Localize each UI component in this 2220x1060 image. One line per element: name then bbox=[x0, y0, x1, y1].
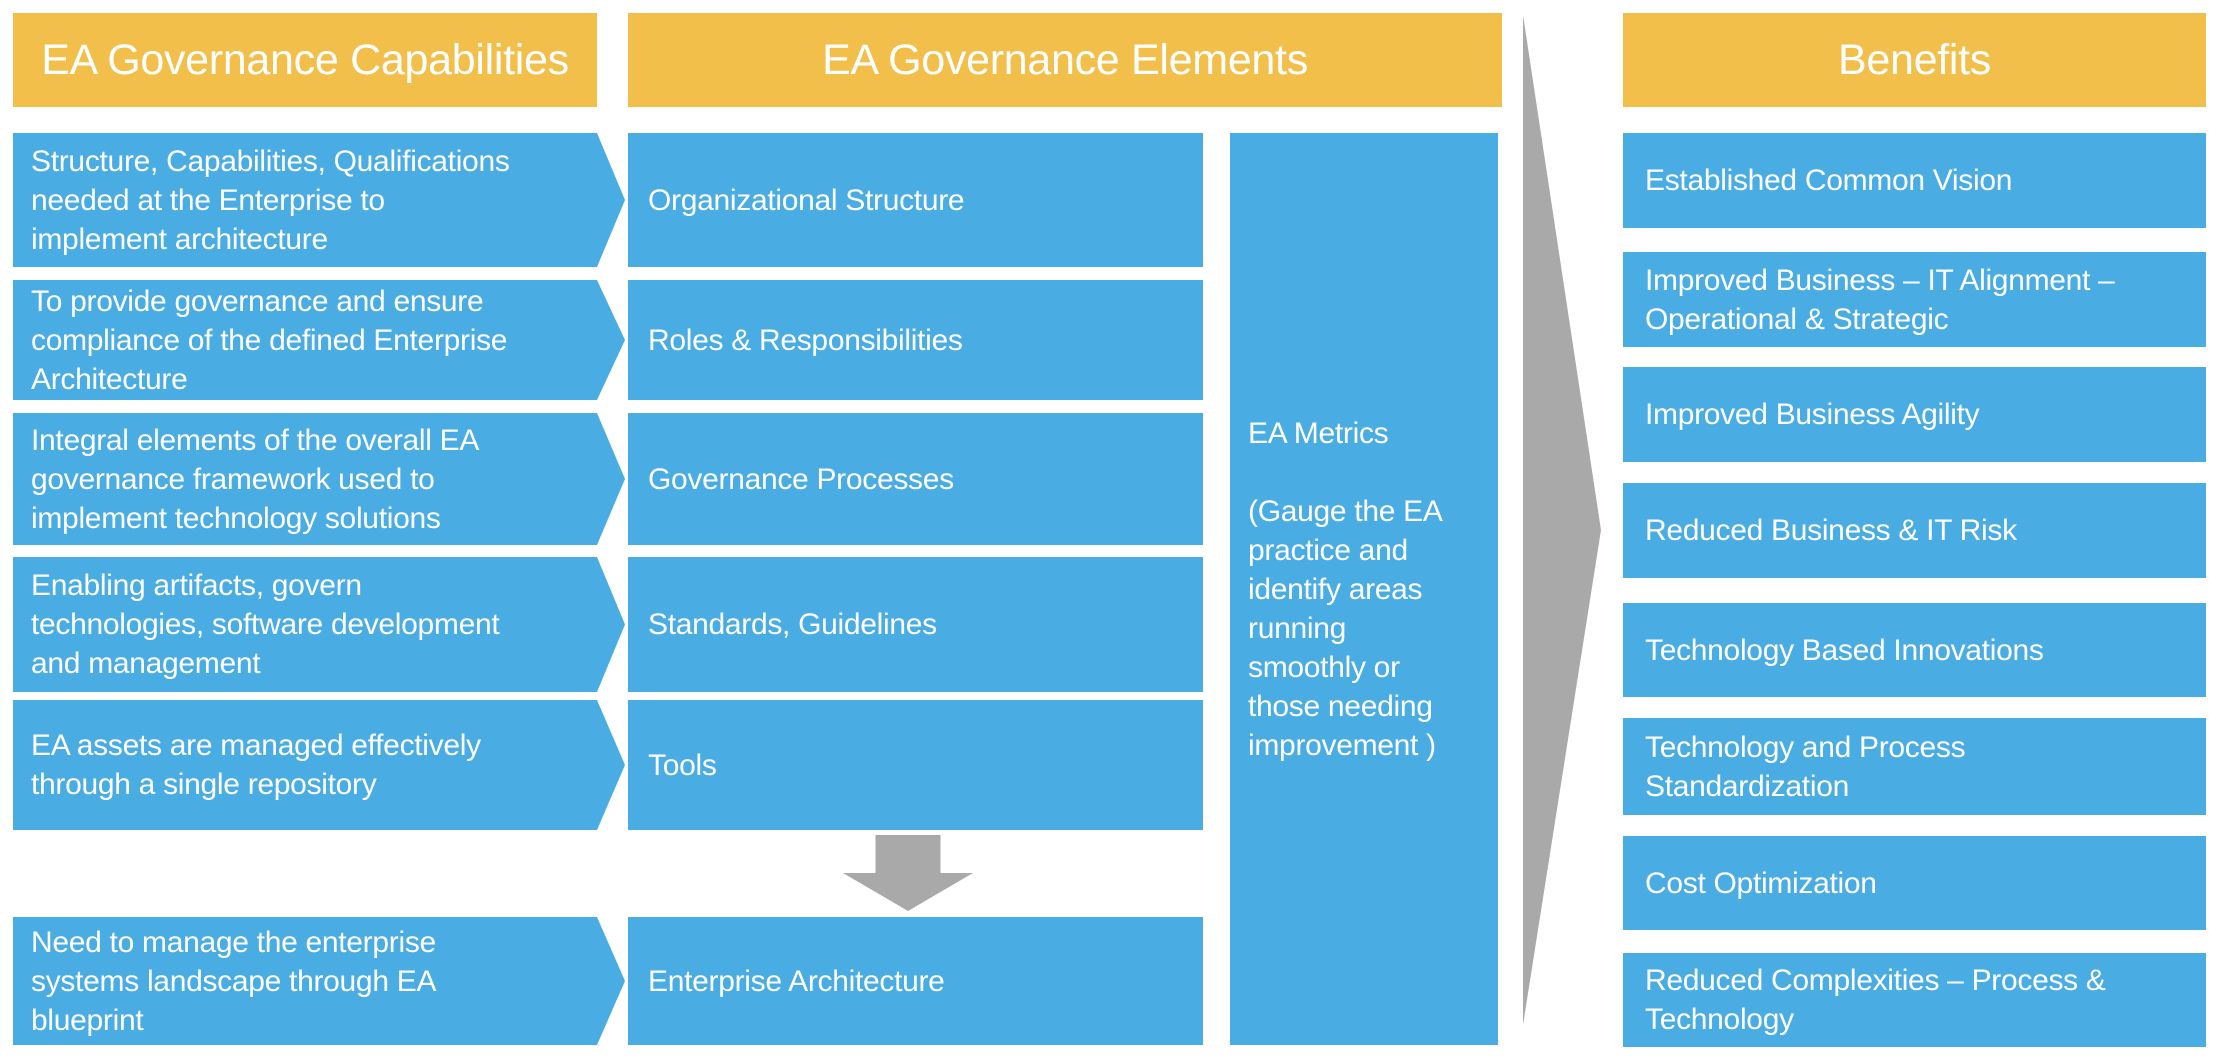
benefit-box: Improved Business Agility bbox=[1623, 367, 2206, 462]
element-box: Governance Processes bbox=[628, 413, 1203, 545]
element-box: Organizational Structure bbox=[628, 133, 1203, 267]
benefits-header: Benefits bbox=[1623, 13, 2206, 107]
element-box: Standards, Guidelines bbox=[628, 557, 1203, 692]
benefit-box: Technology Based Innovations bbox=[1623, 603, 2206, 697]
benefit-box: Established Common Vision bbox=[1623, 133, 2206, 228]
element-box: Tools bbox=[628, 700, 1203, 830]
benefit-box: Reduced Complexities – Process & Technol… bbox=[1623, 953, 2206, 1047]
down-arrow-icon bbox=[843, 835, 973, 911]
metrics-title: EA Metrics bbox=[1248, 416, 1389, 450]
benefit-box: Cost Optimization bbox=[1623, 836, 2206, 930]
capability-arrow: Need to manage the enterprise systems la… bbox=[13, 917, 625, 1045]
metrics-description: (Gauge the EA practice and identify area… bbox=[1248, 494, 1443, 762]
element-box: Roles & Responsibilities bbox=[628, 280, 1203, 400]
capabilities-header: EA Governance Capabilities bbox=[13, 13, 597, 107]
capability-arrow: To provide governance and ensure complia… bbox=[13, 280, 625, 400]
elements-header: EA Governance Elements bbox=[628, 13, 1502, 107]
capability-arrow: Integral elements of the overall EA gove… bbox=[13, 413, 625, 545]
element-box: Enterprise Architecture bbox=[628, 917, 1203, 1045]
metrics-box: EA Metrics (Gauge the EA practice and id… bbox=[1230, 133, 1498, 1045]
benefit-box: Reduced Business & IT Risk bbox=[1623, 483, 2206, 578]
right-arrow-icon bbox=[1523, 15, 1601, 1025]
capability-arrow: Structure, Capabilities, Qualifications … bbox=[13, 133, 625, 267]
capability-arrow: Enabling artifacts, govern technologies,… bbox=[13, 557, 625, 692]
capability-arrow: EA assets are managed effectively throug… bbox=[13, 700, 625, 830]
benefit-box: Improved Business – IT Alignment – Opera… bbox=[1623, 252, 2206, 347]
benefit-box: Technology and Process Standardization bbox=[1623, 718, 2206, 815]
